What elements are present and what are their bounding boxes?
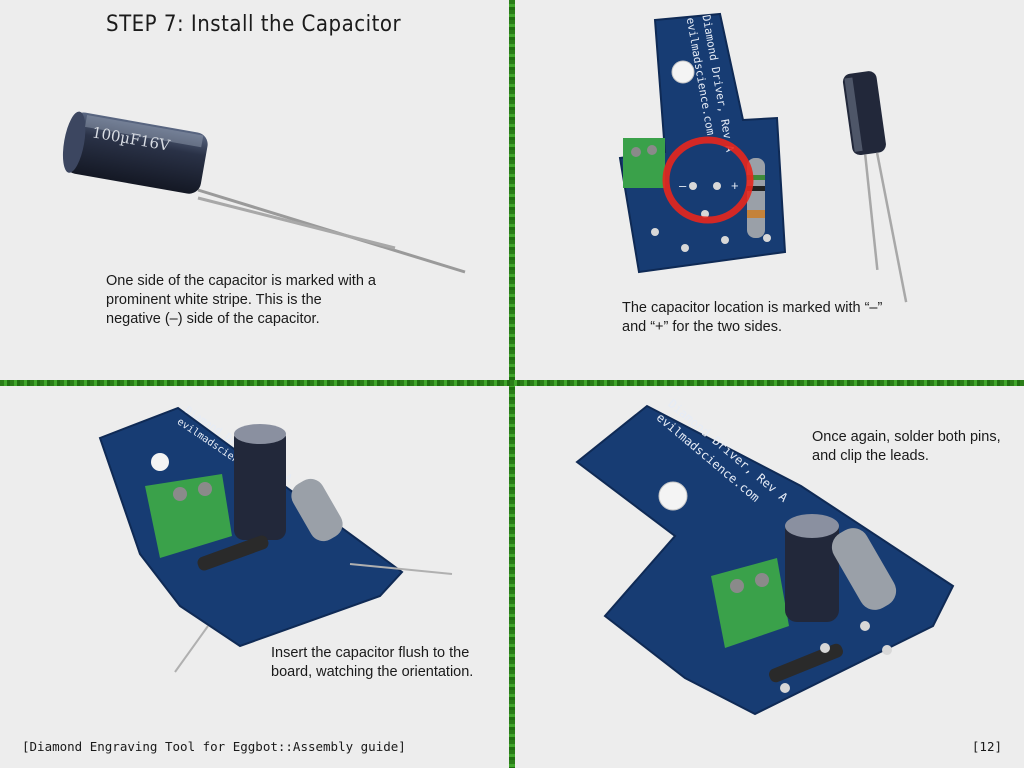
footer-guide-title: [Diamond Engraving Tool for Eggbot::Asse… (22, 739, 406, 754)
page-title: STEP 7: Install the Capacitor (106, 12, 402, 37)
panel-board-markings: Diamond Driver, Rev A evilmadscience.com… (515, 0, 1024, 380)
plus-mark: + (731, 178, 739, 193)
page-number: [12] (971, 739, 1002, 754)
panel-insert-capacitor: Diamond Driver, Rev A evilmadscience.com… (0, 386, 509, 768)
caption-solder: Once again, solder both pins, and clip t… (812, 429, 1001, 464)
capacitor-photo: 100µF16V (62, 111, 466, 274)
panel-capacitor-closeup: 100µF16V STEP 7: Install the Capacitor O… (0, 0, 509, 380)
board-photo: Diamond Driver, Rev A evilmadscience.com… (618, 12, 908, 303)
caption-board-markings: The capacitor location is marked with “–… (622, 300, 883, 335)
highlight-circle (662, 136, 754, 224)
solder-photo: Diamond Driver, Rev A evilmadscience.com (575, 397, 955, 716)
insert-photo: Diamond Driver, Rev A evilmadscience.com (98, 405, 453, 673)
caption-insert: Insert the capacitor flush to the board,… (271, 645, 474, 680)
panel-solder-clip: Diamond Driver, Rev A evilmadscience.com… (515, 386, 1024, 768)
horizontal-divider (0, 380, 1024, 386)
minus-mark: – (679, 178, 687, 193)
caption-stripe: One side of the capacitor is marked with… (106, 273, 376, 327)
